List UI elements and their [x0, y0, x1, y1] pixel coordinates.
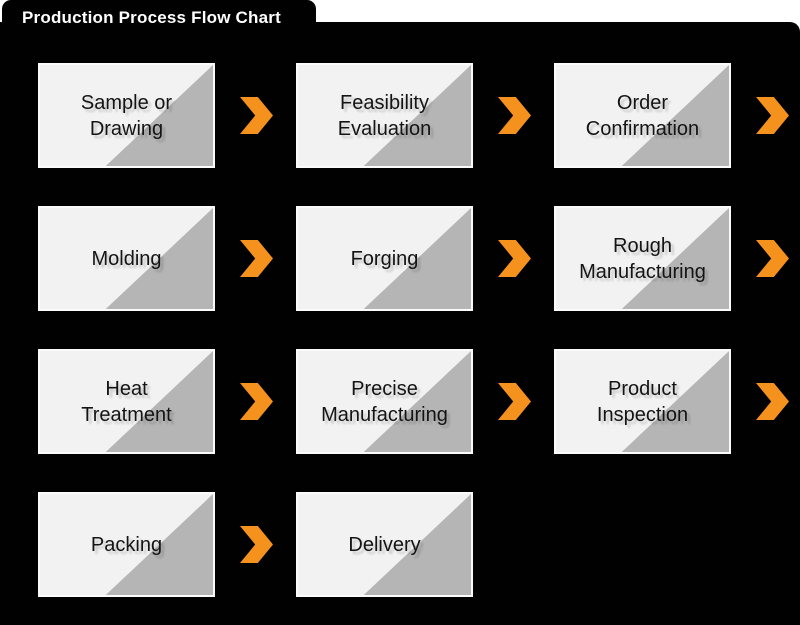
- process-step-label: Molding: [91, 247, 162, 270]
- chevron-right-icon: [240, 97, 273, 134]
- process-step-feasibility-evaluation: Feasibility Evaluation: [296, 63, 473, 168]
- process-step-label: Heat Treatment: [81, 377, 172, 426]
- process-step-molding: Molding: [38, 206, 215, 311]
- chevron-right-icon: [240, 526, 273, 563]
- process-step-label: Delivery: [348, 533, 421, 556]
- process-step-label: Product Inspection: [596, 377, 689, 426]
- chevron-right-icon: [240, 240, 273, 277]
- process-step-product-inspection: Product Inspection: [554, 349, 731, 454]
- process-step-forging: Forging: [296, 206, 473, 311]
- flow-row-2: Molding Forging Rough Manufacturing: [38, 206, 800, 311]
- process-step-label: Rough Manufacturing: [579, 234, 706, 283]
- chevron-right-icon: [756, 383, 789, 420]
- process-step-order-confirmation: Order Confirmation: [554, 63, 731, 168]
- process-step-packing: Packing: [38, 492, 215, 597]
- flow-row-4: Packing Delivery: [38, 492, 473, 597]
- chevron-right-icon: [498, 240, 531, 277]
- flow-row-1: Sample or Drawing Feasibility Evaluation…: [38, 63, 800, 168]
- chevron-right-icon: [756, 240, 789, 277]
- process-step-rough-manufacturing: Rough Manufacturing: [554, 206, 731, 311]
- chevron-right-icon: [498, 383, 531, 420]
- process-step-label: Forging: [350, 247, 419, 270]
- process-step-label: Sample or Drawing: [80, 91, 173, 140]
- process-step-label: Packing: [90, 533, 163, 556]
- process-step-delivery: Delivery: [296, 492, 473, 597]
- flow-row-3: Heat Treatment Precise Manufacturing Pro…: [38, 349, 800, 454]
- chevron-right-icon: [756, 97, 789, 134]
- chevron-right-icon: [498, 97, 531, 134]
- process-step-label: Precise Manufacturing: [321, 377, 448, 426]
- process-step-label: Order Confirmation: [585, 91, 700, 140]
- page-title: Production Process Flow Chart: [22, 8, 281, 27]
- process-step-precise-manufacturing: Precise Manufacturing: [296, 349, 473, 454]
- chart-title-tab: Production Process Flow Chart: [2, 0, 316, 44]
- process-step-heat-treatment: Heat Treatment: [38, 349, 215, 454]
- process-step-sample-or-drawing: Sample or Drawing: [38, 63, 215, 168]
- process-step-label: Feasibility Evaluation: [337, 91, 432, 140]
- chevron-right-icon: [240, 383, 273, 420]
